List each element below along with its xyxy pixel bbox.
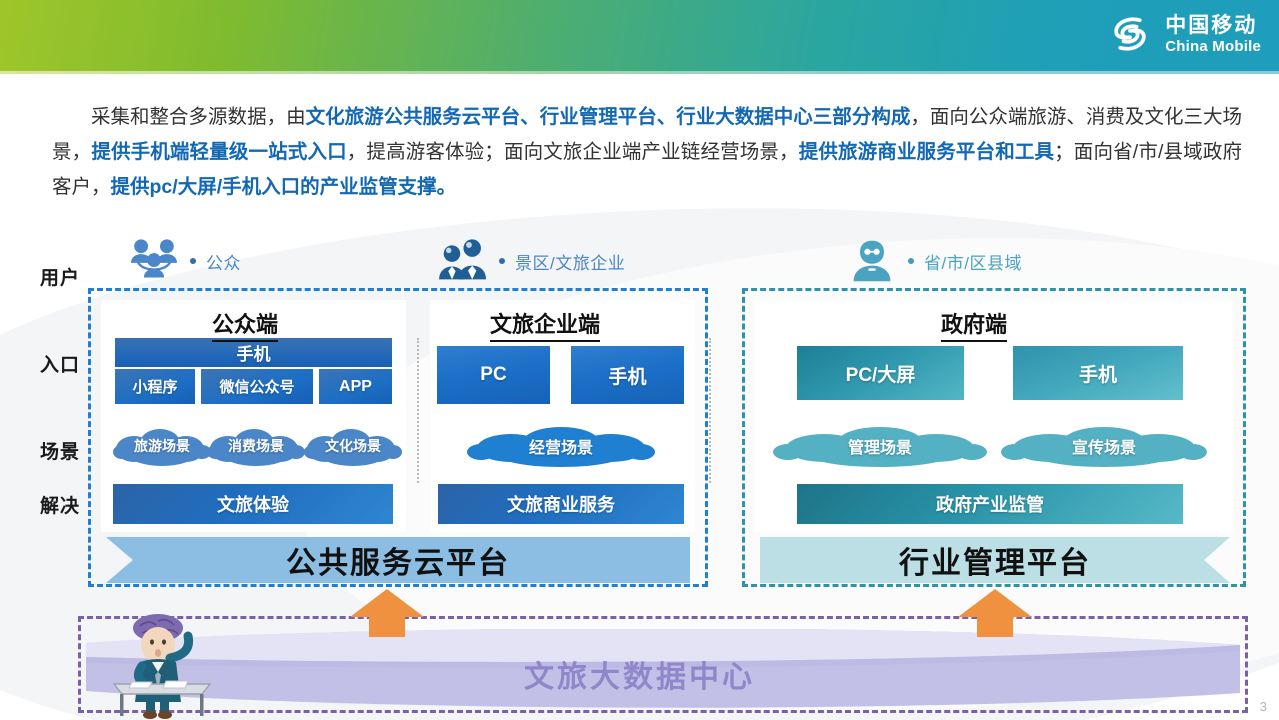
china-mobile-mark-icon: [1104, 8, 1156, 60]
big-data-center-title: 文旅大数据中心: [524, 661, 755, 694]
bullet-dot: [908, 258, 914, 264]
entry-enterprise-phone[interactable]: 手机: [571, 346, 684, 404]
scene-label: 宣传场景: [1071, 440, 1136, 457]
para-seg-5: ，提高游客体验；面向文旅企业端产业链经营场景，: [346, 141, 799, 163]
official-icon: [846, 238, 898, 284]
column-title-government: 政府端: [941, 307, 1008, 342]
scene-label: 管理场景: [847, 440, 912, 457]
overview-paragraph: 采集和整合多源数据，由文化旅游公共服务云平台、行业管理平台、行业大数据中心三部分…: [52, 100, 1242, 205]
column-title-public: 公众端: [212, 307, 279, 342]
scene-label: 消费场景: [228, 438, 284, 454]
entry-public-miniprogram[interactable]: 小程序: [115, 369, 195, 404]
user-label-government: 省/市/区县域: [924, 253, 1022, 273]
scene-enterprise-operation[interactable]: 经营场景: [466, 424, 656, 468]
column-title-enterprise: 文旅企业端: [490, 307, 601, 342]
logo-text-cn: 中国移动: [1165, 13, 1258, 37]
para-seg-8-bold: 提供pc/大屏/手机入口的产业监管支撑。: [110, 176, 457, 198]
slide-header: [0, 0, 1279, 71]
user-group-public: 公众: [128, 238, 241, 284]
scene-public-culture[interactable]: 文化场景: [303, 425, 403, 467]
china-mobile-logo: 中国移动 China Mobile: [1104, 8, 1261, 60]
bullet-dot: [499, 258, 505, 264]
user-label-enterprise: 景区/文旅企业: [515, 253, 626, 273]
column-divider-2: [709, 338, 711, 483]
solution-public[interactable]: 文旅体验: [113, 484, 393, 524]
panel-big-data-center: [78, 616, 1248, 713]
scene-government-management[interactable]: 管理场景: [772, 424, 988, 468]
column-divider-1: [417, 338, 419, 483]
solution-enterprise[interactable]: 文旅商业服务: [438, 484, 684, 524]
para-seg-3: ，面向公众端旅游、消费及文化三大场景，: [52, 106, 1242, 163]
header-underline: [0, 71, 1279, 74]
people-group-icon: [128, 238, 180, 284]
solution-government[interactable]: 政府产业监管: [797, 484, 1183, 524]
para-seg-1: 采集和整合多源数据，由: [91, 106, 306, 128]
row-label-user: 用户: [40, 268, 81, 289]
entry-government-phone[interactable]: 手机: [1013, 346, 1183, 400]
page-number: 3: [1259, 699, 1267, 714]
data-analyst-illustration: [96, 612, 228, 720]
scene-label: 文化场景: [325, 438, 381, 454]
banner-public-service-cloud[interactable]: 公共服务云平台: [106, 537, 690, 583]
logo-text-en: China Mobile: [1165, 37, 1261, 55]
user-group-government: 省/市/区县域: [846, 238, 1022, 284]
row-label-entry: 入口: [40, 355, 81, 376]
up-arrow-left-icon: [350, 589, 424, 637]
panel-industry-manage: [742, 288, 1246, 587]
banner-industry-platform[interactable]: 行业管理平台: [760, 537, 1230, 583]
row-label-solution: 解决: [40, 496, 81, 517]
up-arrow-right-icon: [958, 589, 1032, 637]
bullet-dot: [190, 258, 196, 264]
panel-service-cloud: [88, 288, 708, 587]
scene-public-consumption[interactable]: 消费场景: [206, 425, 306, 467]
para-seg-7: ；面向省/市/县域政府客户，: [52, 141, 1242, 198]
para-seg-4-bold: 提供手机端轻量级一站式入口: [91, 141, 347, 163]
scene-label: 旅游场景: [134, 438, 190, 454]
para-seg-2-bold: 文化旅游公共服务云平台、行业管理平台、行业大数据中心三部分构成: [305, 106, 911, 128]
entry-enterprise-pc[interactable]: PC: [437, 346, 550, 404]
entry-public-app[interactable]: APP: [319, 369, 392, 404]
entry-public-wechat[interactable]: 微信公众号: [201, 369, 313, 404]
row-label-scene: 场景: [40, 442, 81, 463]
scene-label: 经营场景: [528, 440, 593, 457]
user-group-enterprise: 景区/文旅企业: [437, 238, 625, 284]
entry-government-pc-big[interactable]: PC/大屏: [797, 346, 964, 400]
para-seg-6-bold: 提供旅游商业服务平台和工具: [798, 141, 1055, 163]
scene-public-travel[interactable]: 旅游场景: [112, 425, 212, 467]
banner-label: 行业管理平台: [899, 547, 1091, 580]
entry-public-phone[interactable]: 手机: [115, 338, 392, 367]
banner-label: 公共服务云平台: [286, 547, 510, 580]
user-label-public: 公众: [206, 253, 241, 273]
businessmen-icon: [437, 238, 489, 284]
scene-government-promotion[interactable]: 宣传场景: [1000, 424, 1208, 468]
